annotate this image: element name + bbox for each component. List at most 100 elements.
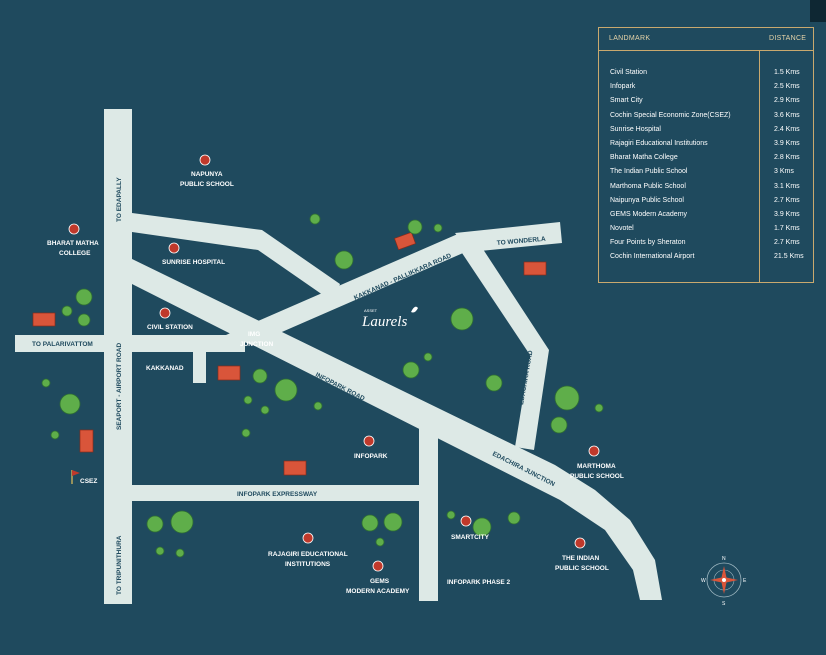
pin-icon: [372, 560, 384, 572]
tree-icon: [407, 219, 423, 235]
edachira-road: [460, 240, 549, 450]
infopark-expressway: [130, 485, 430, 501]
legend-row: Cochin International Airport 21.5 Kms: [610, 253, 810, 267]
seaport-airport-road: [104, 109, 132, 604]
landmark-name: Rajagiri Educational Institutions: [610, 139, 708, 147]
csez-label: CSEZ: [80, 478, 97, 485]
csez-flag-icon: [71, 470, 80, 484]
pin-icon: [460, 515, 472, 527]
tree-icon: [75, 288, 93, 306]
building-icon: [283, 460, 307, 476]
img-label-2: JUNCTION: [240, 341, 274, 348]
legend-row: Rajagiri Educational Institutions 3.9 Kms: [610, 140, 810, 154]
pin-icon: [574, 537, 586, 549]
gems-label-2: MODERN ACADEMY: [346, 588, 410, 595]
tree-icon: [446, 510, 456, 520]
smartcity-label: SMARTCITY: [451, 534, 490, 541]
location-pins: [68, 154, 600, 572]
pin-icon: [159, 307, 171, 319]
rajagiri-label-1: RAJAGIRI EDUCATIONAL: [268, 551, 348, 558]
building-icon: [523, 261, 547, 276]
landmark-name: Infopark: [610, 83, 636, 91]
marthoma-label-2: PUBLIC SCHOOL: [570, 473, 624, 480]
landmark-name: Civil Station: [610, 69, 647, 76]
gems-label-1: GEMS: [370, 578, 390, 585]
landmark-distance: 2.9 Kms: [774, 97, 800, 105]
tree-icon: [334, 250, 354, 270]
tree-icon: [59, 393, 81, 415]
seaport-airport-label: SEAPORT - AIRPORT ROAD: [116, 343, 123, 430]
landmark-name: Marthoma Public School: [610, 182, 686, 190]
compass-s: S: [722, 601, 726, 607]
marthoma-label-1: MARTHOMA: [577, 463, 616, 470]
napunya-label-2: PUBLIC SCHOOL: [180, 181, 234, 188]
tree-icon: [402, 361, 420, 379]
landmark-name: GEMS Modern Academy: [610, 210, 688, 218]
infopark-label: INFOPARK: [354, 453, 388, 460]
tree-icon: [375, 537, 385, 547]
legend-row: GEMS Modern Academy 3.9 Kms: [610, 211, 810, 225]
wonderla-road: [455, 222, 562, 252]
pin-icon: [302, 532, 314, 544]
pin-icon: [363, 435, 375, 447]
napunya-label-1: NAPUNYA: [191, 171, 223, 178]
tree-icon: [472, 517, 492, 537]
bharat-label-2: COLLEGE: [59, 250, 91, 257]
tree-icon: [554, 385, 580, 411]
distance-header: DISTANCE: [769, 35, 807, 42]
compass-n: N: [722, 556, 726, 562]
landmark-name: Cochin International Airport: [610, 253, 695, 261]
building-icon: [217, 365, 241, 381]
landmark-name: Naipunya Public School: [610, 196, 684, 204]
landmark-distance: 2.8 Kms: [774, 154, 800, 162]
landmark-distance: 21.5 Kms: [774, 253, 804, 261]
landmark-distance: 3.9 Kms: [774, 139, 800, 147]
trees: [41, 213, 604, 558]
to-edapally-label: TO EDAPALLY: [116, 177, 123, 222]
landmark-name: Cochin Special Economic Zone(CSEZ): [610, 111, 731, 119]
legend-header: LANDMARK DISTANCE: [599, 28, 813, 51]
tree-icon: [309, 213, 321, 225]
legend-divider: [759, 50, 760, 283]
landmark-distance: 1.7 Kms: [774, 225, 800, 233]
legend-row: Cochin Special Economic Zone(CSEZ) 3.6 Km…: [610, 112, 810, 126]
landmark-distance: 3.6 Kms: [774, 111, 800, 119]
compass-e: E: [743, 578, 747, 584]
rajagiri-label-2: INSTITUTIONS: [285, 561, 331, 568]
tree-icon: [146, 515, 164, 533]
building-icon: [79, 429, 94, 453]
tree-icon: [550, 416, 568, 434]
landmark-name: Four Points by Sheraton: [610, 239, 686, 247]
kakkanad-label: KAKKANAD: [146, 365, 184, 372]
tree-icon: [252, 368, 268, 384]
building-icon: [32, 312, 56, 327]
tree-icon: [260, 405, 270, 415]
leaf-icon: [411, 306, 418, 313]
to-palarivattom-label: TO PALARIVATTOM: [32, 341, 93, 348]
landmark-distance: 3.9 Kms: [774, 210, 800, 218]
roads: [15, 109, 662, 604]
landmark-distance: 2.7 Kms: [774, 239, 800, 247]
project-logo-small: ASSET: [364, 308, 378, 313]
compass-w: W: [701, 578, 706, 584]
sunrise-label: SUNRISE HOSPITAL: [162, 259, 225, 266]
infopark-phase2-label: INFOPARK PHASE 2: [447, 579, 510, 586]
tree-icon: [175, 548, 185, 558]
tree-icon: [485, 374, 503, 392]
tree-icon: [50, 430, 60, 440]
tree-icon: [313, 401, 323, 411]
landmark-header: LANDMARK: [609, 35, 651, 42]
pin-icon: [588, 445, 600, 457]
indian-label-2: PUBLIC SCHOOL: [555, 565, 609, 572]
